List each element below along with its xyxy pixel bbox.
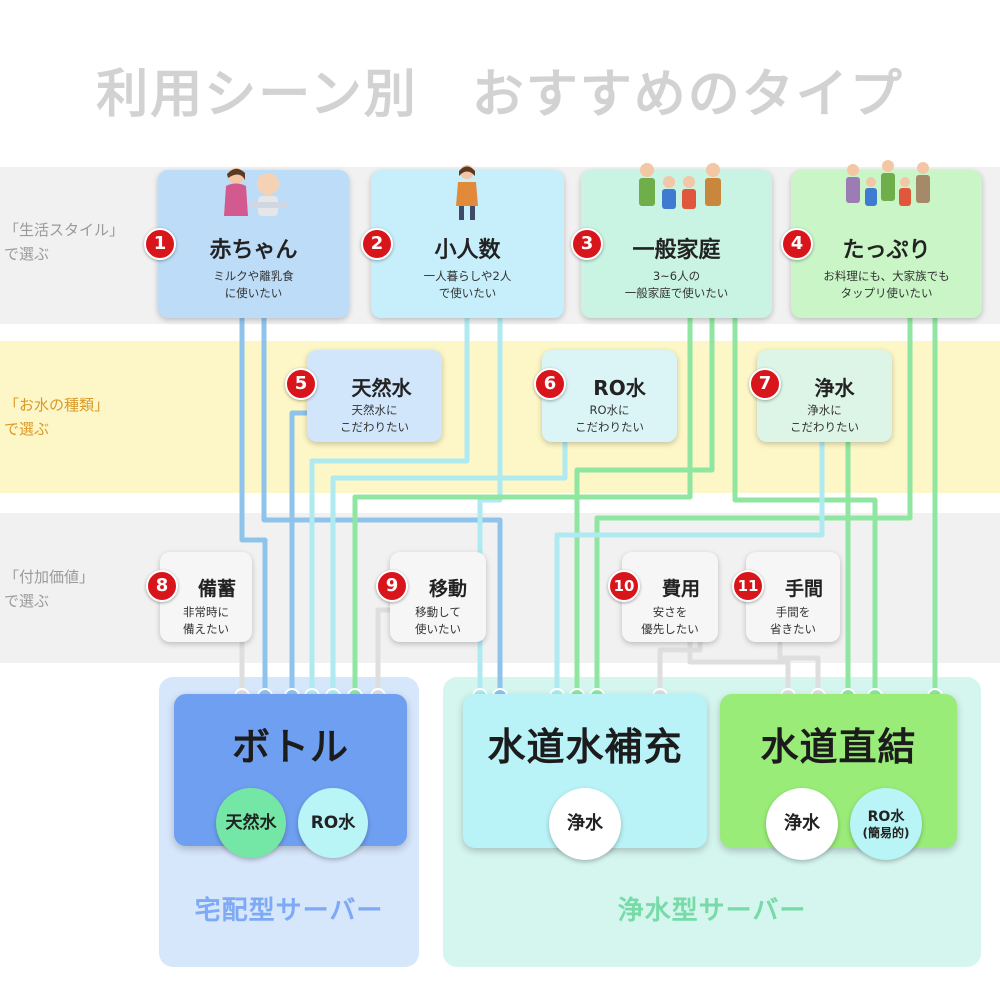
card-title: 移動 [428, 578, 467, 600]
connector-1-bottle-a [239, 317, 268, 696]
badge-10: 10 [608, 570, 640, 602]
card-description: 一人暮らしや2人 で使いたい [423, 269, 512, 300]
card-title: たっぷり [842, 238, 931, 263]
target-title: 水道水補充 [487, 725, 683, 769]
badge-11: 11 [732, 570, 764, 602]
ro-water-label: RO水 [867, 809, 905, 825]
page-title: 利用シーン別 おすすめのタイプ [96, 65, 904, 125]
target-tap-refill[interactable]: 水道水補充 浄水 [463, 694, 707, 860]
ro-water-simple-circle: RO水 (簡易的) [850, 788, 922, 860]
card-description: 浄水に こだわりたい [790, 403, 859, 434]
single-woman-illustration [456, 165, 478, 220]
card-effort[interactable]: 11 手間 手間を 省きたい [732, 552, 840, 642]
purifier-server-label: 浄水型サーバー [617, 896, 807, 926]
big-family-illustration [846, 160, 930, 206]
row-label-lifestyle: 「生活スタイル」 で選ぶ [4, 221, 125, 263]
card-description: 天然水に こだわりたい [340, 403, 409, 434]
ro-water-simple-label: (簡易的) [862, 826, 910, 840]
target-bottle[interactable]: ボトル 天然水 RO水 [174, 694, 407, 858]
card-general-family[interactable]: 3 一般家庭 3~6人の 一般家庭で使いたい [571, 163, 772, 318]
delivery-server-label: 宅配型サーバー [194, 896, 384, 926]
badge-9: 9 [376, 570, 408, 602]
family-illustration [639, 163, 721, 209]
card-portable[interactable]: 9 移動 移動して 使いたい [376, 552, 486, 642]
card-description: 非常時に 備えたい [183, 605, 229, 636]
connector-3-refill [574, 317, 715, 696]
badge-3: 3 [571, 228, 603, 260]
connector-11-direct [777, 640, 821, 696]
card-small-household[interactable]: 2 小人数 一人暮らしや2人 で使いたい [361, 165, 564, 318]
purified-water-circle: 浄水 [549, 788, 621, 860]
card-title: 費用 [661, 578, 700, 600]
card-title: 一般家庭 [632, 238, 721, 263]
target-title: 水道直結 [760, 725, 917, 769]
connector-4-refill [594, 317, 913, 696]
connector-1-refill [261, 317, 503, 696]
connector-6-bottle [330, 440, 568, 696]
card-title: 赤ちゃん [209, 238, 298, 263]
card-description: 移動して 使いたい [415, 605, 461, 636]
ro-water-circle: RO水 [298, 788, 368, 858]
card-purified-water[interactable]: 7 浄水 浄水に こだわりたい [749, 350, 892, 442]
card-cost[interactable]: 10 費用 安さを 優先したい [608, 552, 718, 642]
card-title: 手間 [784, 578, 823, 600]
card-title: 浄水 [814, 376, 855, 400]
connector-10-direct [687, 640, 791, 696]
row-label-value: 「付加価値」 で選ぶ [4, 568, 95, 610]
badge-7: 7 [749, 368, 781, 400]
card-description: RO水に こだわりたい [575, 403, 644, 434]
card-title: 天然水 [351, 376, 412, 400]
badge-1: 1 [144, 228, 176, 260]
card-title: 小人数 [434, 238, 501, 263]
card-description: ミルクや離乳食 に使いたい [213, 269, 294, 300]
natural-water-circle: 天然水 [216, 788, 286, 858]
card-baby[interactable]: 1 赤ちゃん ミルクや離乳食 に使いたい [144, 168, 349, 318]
card-natural-water[interactable]: 5 天然水 天然水に こだわりたい [285, 350, 442, 442]
purified-water-circle: 浄水 [766, 788, 838, 860]
row-label-water: 「お水の種類」 で選ぶ [4, 396, 110, 438]
card-description: 手間を 省きたい [770, 605, 816, 636]
badge-4: 4 [781, 228, 813, 260]
card-title: 備蓄 [197, 578, 236, 600]
badge-2: 2 [361, 228, 393, 260]
target-tap-direct[interactable]: 水道直結 浄水 RO水 (簡易的) [720, 694, 957, 860]
card-description: 3~6人の 一般家庭で使いたい [624, 269, 729, 300]
connector-3-bottle [352, 317, 693, 696]
badge-6: 6 [534, 368, 566, 400]
card-title: RO水 [593, 376, 646, 400]
connector-2-bottle [309, 317, 470, 696]
badge-8: 8 [146, 570, 178, 602]
badge-5: 5 [285, 368, 317, 400]
connector-5-bottle [289, 410, 308, 696]
card-stockpile[interactable]: 8 備蓄 非常時に 備えたい [146, 552, 252, 642]
card-plenty[interactable]: 4 たっぷり お料理にも、大家族でも タップリ使いたい [781, 160, 982, 318]
connector-3-direct [732, 317, 878, 696]
connector-10-refill [657, 640, 703, 696]
card-ro-water[interactable]: 6 RO水 RO水に こだわりたい [534, 350, 677, 442]
mother-baby-illustration [224, 168, 288, 216]
card-description: お料理にも、大家族でも タップリ使いたい [823, 269, 950, 300]
card-description: 安さを 優先したい [641, 605, 699, 636]
target-title: ボトル [231, 725, 349, 769]
connector-7-refill [554, 440, 825, 696]
